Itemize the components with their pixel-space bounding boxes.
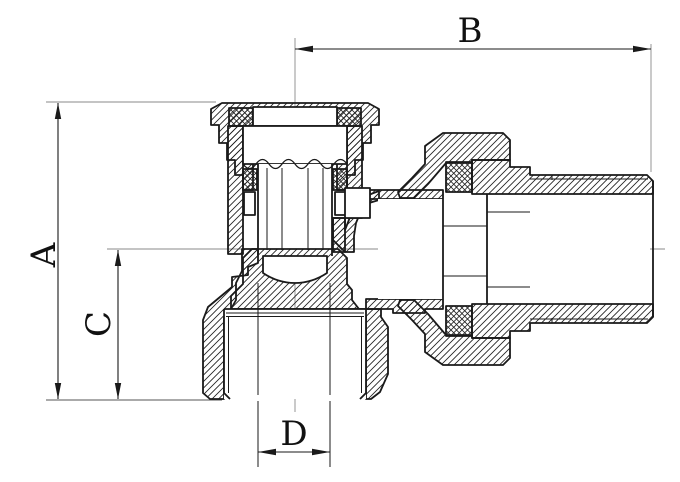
nut-seal-bottom xyxy=(445,305,473,337)
male-thread-root-lines xyxy=(530,175,648,323)
male-adapter xyxy=(378,159,654,339)
stem-white xyxy=(258,164,332,256)
dimensions: A B C D xyxy=(24,11,651,467)
stem-oring-right xyxy=(332,168,348,191)
dimension-D: D xyxy=(257,401,331,467)
outlet-bore-white xyxy=(224,309,366,399)
stem-splines xyxy=(266,168,324,250)
dimension-B: B xyxy=(295,11,651,53)
dim-a-arrow-down xyxy=(54,383,62,399)
bore-step-lines xyxy=(443,211,530,288)
bonnet-and-stem xyxy=(242,125,348,256)
dimension-A: A xyxy=(24,103,64,399)
dim-d-label: D xyxy=(280,414,307,454)
female-thread-lines xyxy=(226,312,364,393)
bonnet-window xyxy=(242,125,348,165)
outlet-inner-wall-left xyxy=(223,309,231,400)
dim-a-label: A xyxy=(24,242,64,268)
bottom-outlet xyxy=(223,283,367,400)
cap-seal-left xyxy=(228,107,254,127)
cap-top-plate xyxy=(252,106,338,127)
dim-c-arrow-up xyxy=(114,250,122,266)
cap-seal-right xyxy=(336,107,362,127)
adapter-top-wall xyxy=(471,159,654,195)
stem-groove-left xyxy=(243,191,256,216)
seat-bore-lines xyxy=(257,283,331,395)
stem-knurl-wave xyxy=(242,158,348,170)
body-step-notch xyxy=(344,187,371,219)
dim-b-arrow-right xyxy=(633,45,651,53)
valve-section xyxy=(202,102,654,400)
compression-nut xyxy=(397,132,511,366)
dim-a-arrow-up xyxy=(54,103,62,119)
nut-seal-top xyxy=(445,161,473,193)
dim-b-arrow-left xyxy=(295,45,313,53)
dim-d-arrow-left xyxy=(258,448,276,456)
valve-disc xyxy=(262,255,328,284)
outlet-inner-wall-right xyxy=(359,309,367,400)
dim-c-label: C xyxy=(79,311,119,337)
body-wall-right-lower xyxy=(332,217,346,253)
dimension-C: C xyxy=(79,250,122,399)
dim-c-arrow-down xyxy=(114,383,122,399)
adapter-bore-white xyxy=(378,199,650,299)
adapter-bottom-wall xyxy=(471,303,654,339)
dim-d-arrow-right xyxy=(312,448,330,456)
dim-b-label: B xyxy=(458,11,483,51)
bonnet-wall-left xyxy=(227,125,244,255)
stem-oring-left xyxy=(242,168,258,191)
